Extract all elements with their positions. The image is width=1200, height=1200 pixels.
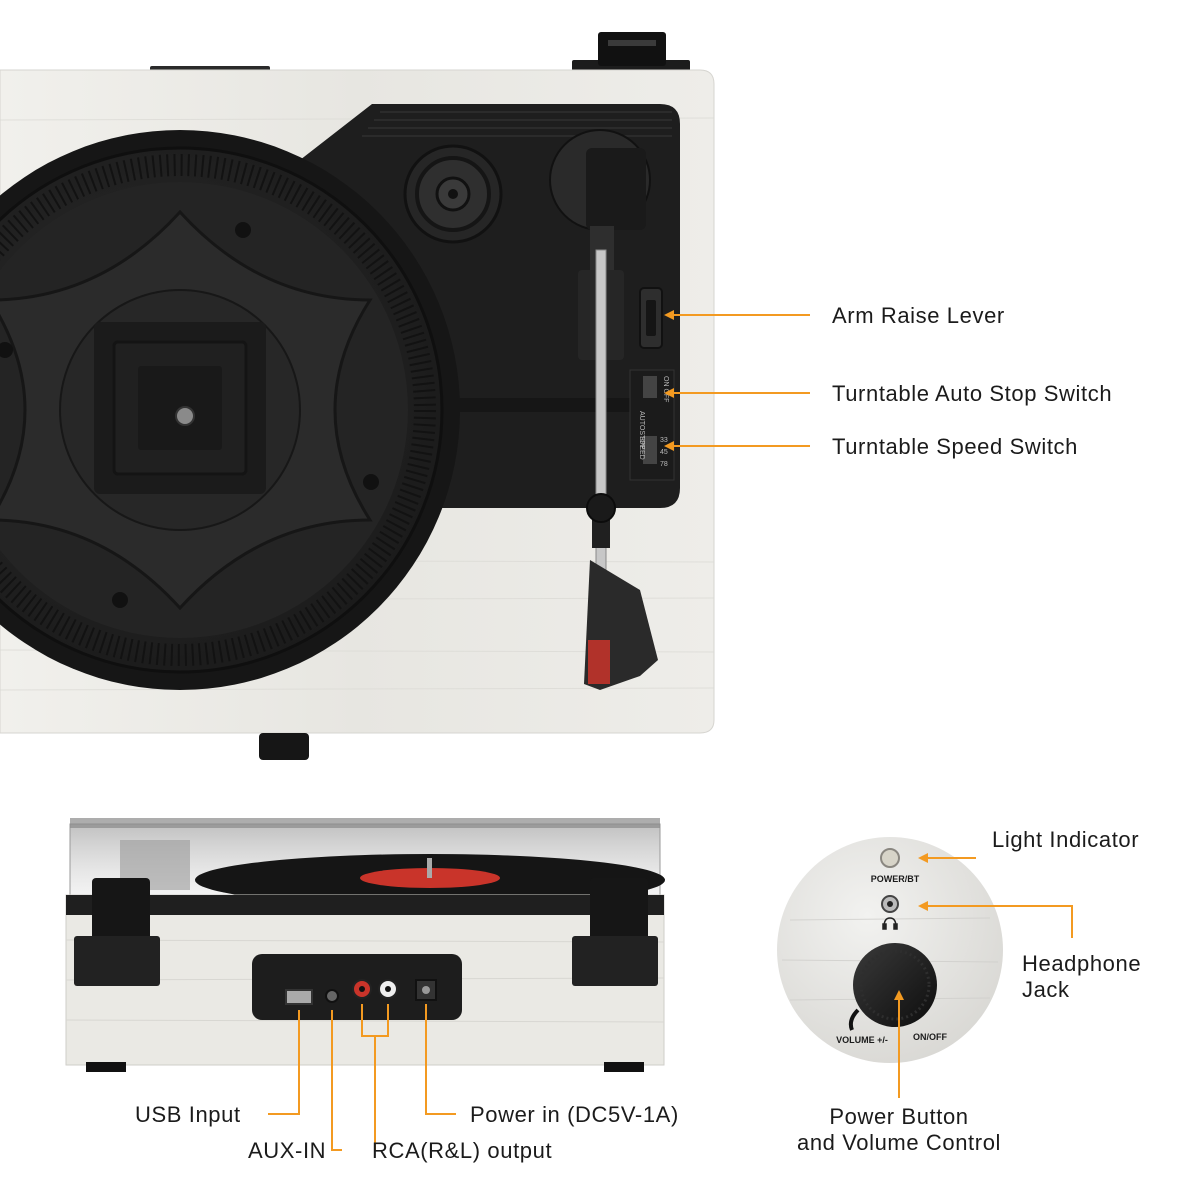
speed-switch-callout: Turntable Speed Switch (832, 434, 1078, 459)
usb-port (285, 989, 313, 1005)
headphone-jack-callout-line1: Headphone (1022, 951, 1142, 976)
on-off-label: ON OFF (662, 376, 669, 402)
auto-stop-switch (643, 376, 657, 398)
aux-leader (331, 1010, 342, 1151)
aux-in-callout: AUX-IN (248, 1138, 327, 1163)
side-leader-lines (898, 857, 1073, 1098)
power-in-leader (425, 1004, 456, 1115)
power-volume-callout-line2: and Volume Control (796, 1130, 1002, 1155)
volume-knob (853, 943, 937, 1027)
power-bt-label: POWER/BT (871, 874, 920, 884)
turntable-top-view: AUTOSTOP ON OFF SPEED 33 45 78 (0, 32, 715, 760)
usb-input-callout: USB Input (135, 1102, 241, 1127)
switch-panel: AUTOSTOP ON OFF SPEED 33 45 78 (629, 369, 675, 481)
speed-78-label: 78 (660, 461, 668, 468)
volume-label: VOLUME +/- (836, 1035, 888, 1045)
rca-output-callout: RCA(R&L) output (372, 1138, 553, 1163)
speed-45-label: 45 (660, 449, 668, 456)
headphone-icon (882, 917, 898, 930)
top-leader-lines (668, 314, 810, 447)
speed-switch (643, 436, 657, 464)
rear-leader-lines (268, 1004, 456, 1151)
speed-33-label: 33 (660, 437, 668, 444)
panel-on-off-label: ON/OFF (913, 1032, 947, 1042)
aux-in-port (325, 989, 339, 1003)
power-volume-callout: Power Button and Volume Control (780, 1104, 1018, 1156)
arm-raise-lever-callout: Arm Raise Lever (832, 303, 1005, 328)
side-control-panel: POWER/BT VOLUME +/- ON/OFF (777, 837, 1003, 1063)
plate-gear (403, 144, 503, 244)
counterweight (586, 148, 646, 230)
lid-hinge-right (598, 32, 666, 66)
turntable-rear-view (65, 818, 665, 1072)
light-indicator (880, 848, 900, 868)
platter (0, 130, 460, 690)
front-knob (259, 733, 309, 760)
headphone-jack-callout-line2: Jack (1022, 977, 1070, 1002)
cartridge (588, 640, 610, 684)
headphone-jack-callout: Headphone Jack (1022, 951, 1141, 1003)
usb-leader (268, 1010, 300, 1115)
light-indicator-callout: Light Indicator (992, 827, 1140, 852)
spindle (175, 406, 195, 426)
speed-label: SPEED (638, 436, 645, 460)
power-in-callout: Power in (DC5V-1A) (470, 1102, 679, 1127)
power-volume-callout-line1: Power Button (829, 1104, 969, 1129)
autostop-label: AUTOSTOP (638, 411, 645, 450)
auto-stop-switch-callout: Turntable Auto Stop Switch (832, 381, 1113, 406)
tonearm (549, 129, 663, 690)
headphone-leader (924, 905, 1073, 938)
